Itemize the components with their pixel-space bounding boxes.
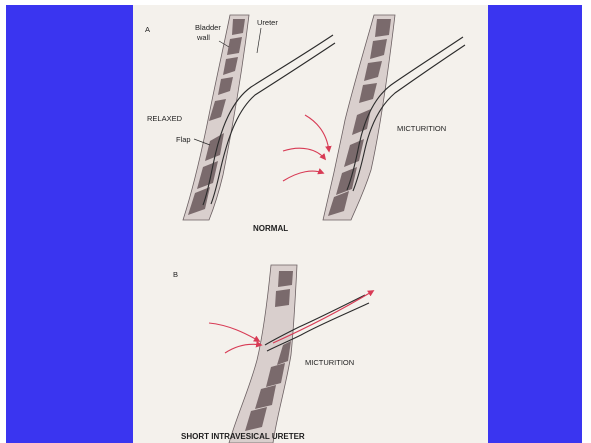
panel-b-letter: B [173, 270, 178, 279]
relaxed-label: RELAXED [147, 114, 183, 123]
ureter-label: Ureter [257, 18, 278, 27]
bladder-wall-label-line1: Bladder [195, 23, 221, 32]
flap-label: Flap [176, 135, 191, 144]
urine-flow-arrows-a [283, 115, 329, 181]
flow-arrow [283, 171, 323, 181]
micturition-label-a: MICTURITION [397, 124, 446, 133]
normal-caption: NORMAL [253, 224, 288, 233]
flow-arrow [305, 115, 329, 151]
figure-sheet: A Bladder wall Ureter RELAXED Flap [133, 5, 488, 443]
panel-a-relaxed: A Bladder wall Ureter RELAXED Flap [145, 15, 335, 220]
panel-a-micturition: MICTURITION NORMAL [253, 15, 465, 233]
flow-arrow [209, 323, 259, 341]
flow-arrow [225, 344, 261, 353]
bladder-wall-label-line2: wall [196, 33, 210, 42]
ureter-leader [257, 28, 261, 53]
ureter-diagram: A Bladder wall Ureter RELAXED Flap [133, 5, 488, 443]
panel-a-letter: A [145, 25, 150, 34]
flow-arrow [283, 148, 325, 159]
short-intravesical-ureter-caption: SHORT INTRAVESICAL URETER [181, 432, 305, 441]
micturition-label-b: MICTURITION [305, 358, 354, 367]
panel-b-short-ureter: B MICTURITION SHORT INTRAVESICAL URETER [173, 265, 373, 443]
